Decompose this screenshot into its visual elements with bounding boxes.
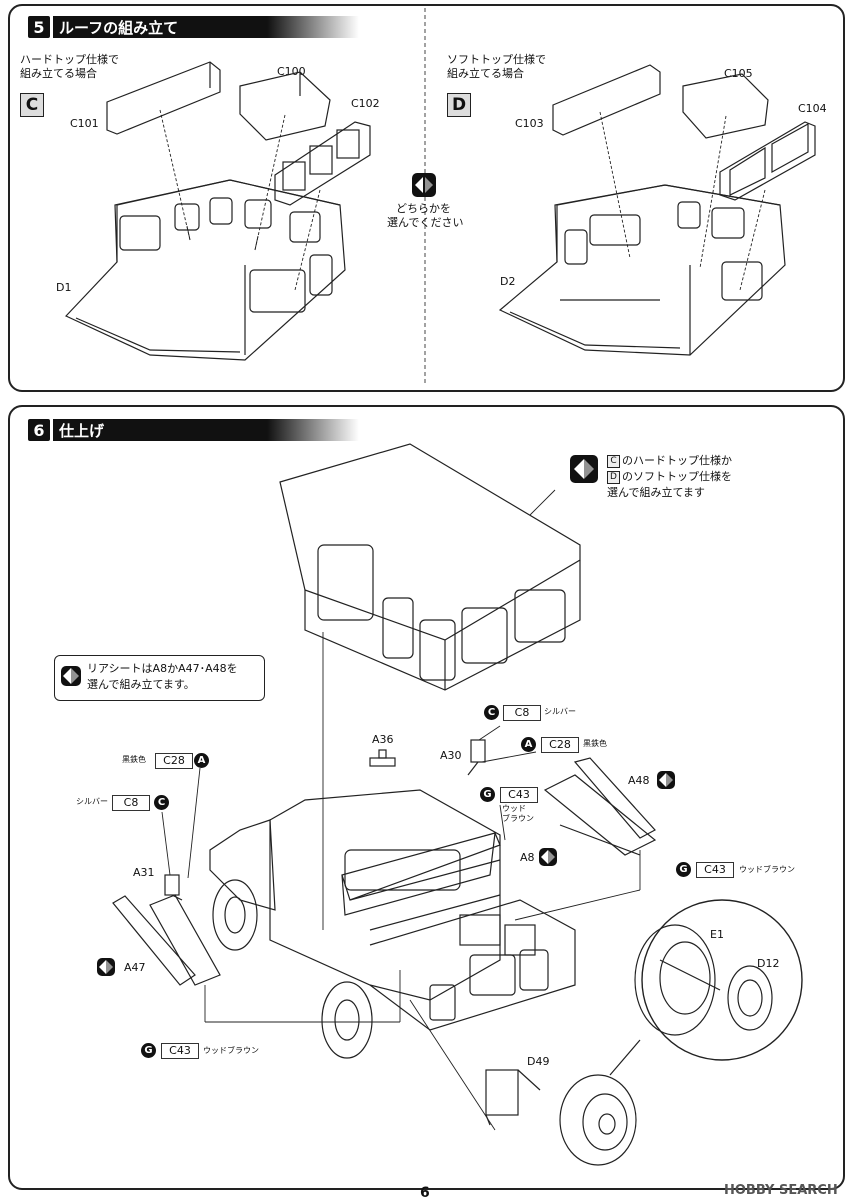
part-d12-label: D12	[757, 957, 780, 970]
paint-circle-c8-top: C	[484, 705, 499, 720]
spare-tire	[559, 1074, 637, 1166]
part-d2-label: D2	[500, 275, 516, 288]
paint-code-c43-bottom: C43	[161, 1043, 199, 1059]
side-window-c102	[274, 121, 371, 206]
page-number: 6	[420, 1185, 430, 1201]
body-tub-d1	[64, 179, 346, 361]
step6-title: 仕上げ	[53, 419, 359, 441]
paint-code-c8-top: C8	[503, 705, 541, 721]
step5-right-caption-1: ソフトトップ仕様で	[447, 53, 546, 66]
paint-name-c8-left: シルバー	[76, 797, 108, 806]
part-a30-label: A30	[440, 749, 462, 762]
paint-code-c43-right: C43	[696, 862, 734, 878]
part-d1-label: D1	[56, 281, 72, 294]
a31-mirror	[164, 874, 183, 901]
part-a31-label: A31	[133, 866, 155, 879]
step6-header: 6 仕上げ	[28, 418, 359, 442]
part-c104-label: C104	[798, 102, 827, 115]
paint-name-c28-top: 黒鉄色	[583, 739, 607, 748]
step5-title: ルーフの組み立て	[53, 16, 359, 38]
part-c103-label: C103	[515, 117, 544, 130]
a47-choice-icon	[97, 958, 115, 976]
roof-panel-c100	[239, 71, 331, 141]
a48-choice-icon	[657, 771, 675, 789]
vehicle-wheels	[212, 879, 373, 1059]
paint-circle-c8-left: C	[154, 795, 169, 810]
roof-panel-c101	[106, 61, 221, 135]
paint-name-c43-right: ウッドブラウン	[739, 865, 795, 874]
part-c100-label: C100	[277, 65, 306, 78]
part-a47-label: A47	[124, 961, 146, 974]
paint-circle-c43-mid: G	[480, 787, 495, 802]
paint-name-c8-top: シルバー	[544, 707, 576, 716]
part-a36-label: A36	[372, 733, 394, 746]
paint-name-c43-mid-1: ウッド	[502, 804, 526, 813]
paint-circle-c43-right: G	[676, 862, 691, 877]
top-note-line-2-text: のソフトトップ仕様を	[622, 470, 732, 483]
a8-seat	[341, 832, 501, 916]
a36-part	[369, 749, 396, 767]
choice-icon	[412, 173, 436, 197]
step5-right-caption-2: 組み立てる場合	[447, 67, 524, 80]
part-c102-label: C102	[351, 97, 380, 110]
part-a8-label: A8	[520, 851, 535, 864]
step5-left-box-label: C	[20, 93, 44, 117]
part-d49-label: D49	[527, 1055, 550, 1068]
top-note-choice-icon	[570, 455, 598, 483]
paint-code-c43-mid: C43	[500, 787, 538, 803]
paint-circle-c43-bottom: G	[141, 1043, 156, 1058]
a30-part	[467, 739, 486, 776]
watermark: HOBBY SEARCH	[724, 1183, 838, 1198]
paint-name-c43-bottom: ウッドブラウン	[203, 1046, 259, 1055]
paint-code-c8-left: C8	[112, 795, 150, 811]
rear-seat-note-2: 選んで組み立てます。	[87, 678, 195, 691]
step5-left-caption-1: ハードトップ仕様で	[20, 53, 119, 66]
a8-choice-icon	[539, 848, 557, 866]
a48-seat	[543, 757, 657, 856]
paint-name-c43-mid-2: ブラウン	[502, 814, 534, 823]
step6-number: 6	[28, 419, 50, 441]
a47-seat	[112, 894, 221, 986]
roof-panel-c105	[682, 73, 769, 139]
rear-seat-note: リアシートはA8かA47･A48を 選んで組み立てます。	[54, 655, 265, 701]
part-a48-label: A48	[628, 774, 650, 787]
paint-circle-c28-top: A	[521, 737, 536, 752]
rear-seat-choice-icon	[61, 666, 81, 686]
step5-left-caption-2: 組み立てる場合	[20, 67, 97, 80]
paint-code-c28-left: C28	[155, 753, 193, 769]
top-note-line-3: 選んで組み立てます	[607, 486, 705, 499]
part-e1-label: E1	[710, 928, 724, 941]
part-c101-label: C101	[70, 117, 99, 130]
step5-right-box-label: D	[447, 93, 471, 117]
choice-note-2: 選んでください	[387, 216, 464, 229]
choice-note-1: どちらかを	[396, 202, 451, 215]
d49-spare-holder	[485, 1069, 541, 1126]
step5-header: 5 ルーフの組み立て	[28, 15, 359, 39]
roof-assembly	[279, 443, 581, 691]
paint-circle-c28-left: A	[194, 753, 209, 768]
paint-code-c28-top: C28	[541, 737, 579, 753]
roof-panel-c103	[552, 64, 661, 136]
vehicle-body	[209, 789, 576, 1031]
top-note-box-d: D	[607, 470, 620, 484]
step5-number: 5	[28, 16, 50, 38]
body-tub-d2	[498, 184, 786, 356]
paint-name-c28-left: 黒鉄色	[122, 755, 146, 764]
top-note-line-1-text: のハードトップ仕様か	[622, 454, 732, 467]
top-note-box-c: C	[607, 454, 620, 468]
rear-seat-note-1: リアシートはA8かA47･A48を	[87, 662, 238, 675]
wheel-inset	[609, 899, 803, 1076]
